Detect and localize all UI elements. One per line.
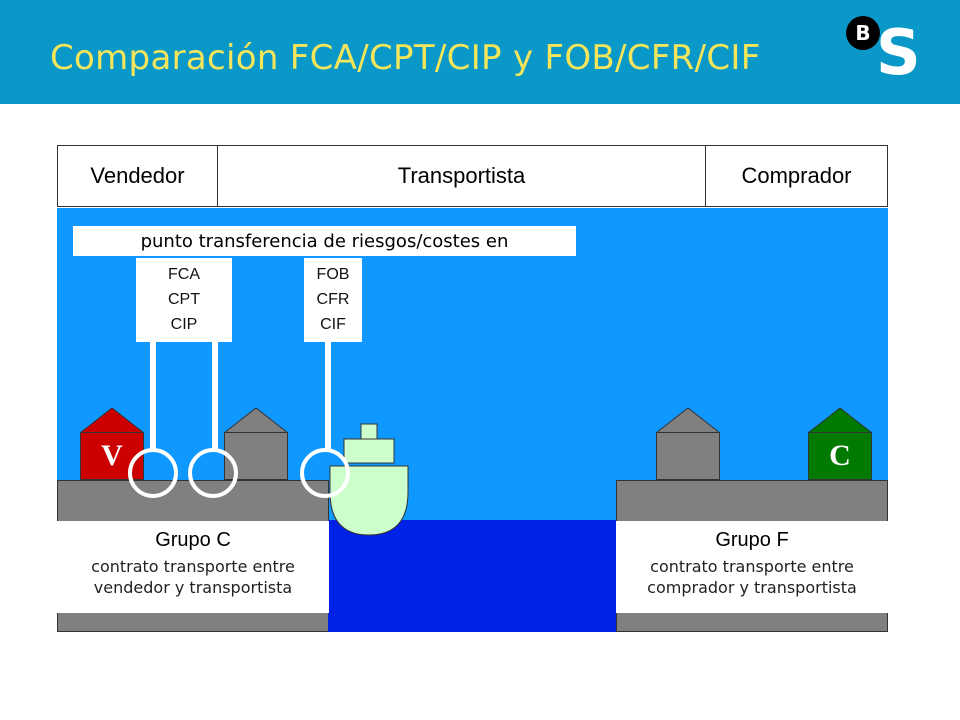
page-title: Comparación FCA/CPT/CIP y FOB/CFR/CIF [50, 38, 761, 78]
term-cip: CIP [170, 316, 198, 334]
house-body-right [656, 432, 720, 480]
column-transportista: Transportista [217, 145, 706, 207]
grupo-c-title: Grupo C [155, 529, 231, 551]
grupo-c-line2: vendedor y transportista [93, 578, 293, 597]
grupo-f-line2: comprador y transportista [647, 578, 857, 597]
grupo-c-line1: contrato transporte entre [91, 557, 295, 576]
ground-left-bottom [57, 612, 329, 632]
terms-box-fca-cpt-cip: FCA CPT CIP [136, 258, 232, 342]
grupo-f-box: Grupo F contrato transporte entre compra… [616, 521, 888, 613]
bank-logo: B S [846, 16, 926, 86]
ground-right [616, 480, 888, 522]
transport-house-right [656, 408, 720, 480]
pointer-line-fca [150, 342, 156, 452]
header-bar: Comparación FCA/CPT/CIP y FOB/CFR/CIF B … [0, 0, 960, 104]
grupo-f-title: Grupo F [715, 529, 789, 551]
term-cfr: CFR [316, 290, 350, 308]
column-comprador: Comprador [705, 145, 888, 207]
ground-right-bottom [616, 612, 888, 632]
seller-house-roof [80, 408, 144, 434]
pointer-line-fob [325, 342, 331, 452]
transfer-ring-cpt [188, 448, 238, 498]
buyer-house-letter: C [808, 432, 872, 480]
term-fca: FCA [168, 265, 200, 283]
seller-house: V [80, 408, 144, 480]
logo-b-badge: B [846, 16, 880, 50]
transfer-ring-fob [300, 448, 350, 498]
column-vendedor: Vendedor [57, 145, 218, 207]
ship-icon [329, 423, 409, 536]
term-fob: FOB [316, 265, 350, 283]
transfer-point-label: punto transferencia de riesgos/costes en [73, 226, 576, 256]
terms-box-fob-cfr-cif: FOB CFR CIF [304, 258, 362, 342]
buyer-house: C [808, 408, 872, 480]
logo-s-letter: S [876, 16, 921, 89]
transfer-ring-fca [128, 448, 178, 498]
term-cif: CIF [320, 316, 346, 334]
pointer-line-cpt [212, 342, 218, 452]
water [328, 520, 616, 632]
buyer-house-roof [808, 408, 872, 434]
term-cpt: CPT [168, 290, 200, 308]
house-roof-right [656, 408, 720, 434]
house-roof-left [224, 408, 288, 434]
grupo-f-line1: contrato transporte entre [650, 557, 854, 576]
grupo-c-box: Grupo C contrato transporte entre vended… [57, 521, 329, 613]
